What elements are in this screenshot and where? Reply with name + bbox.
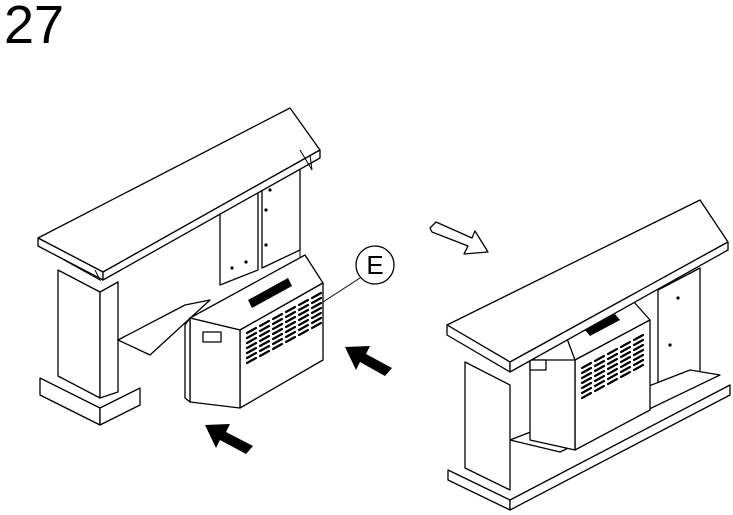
vent-slot (258, 349, 271, 358)
vent-slot (593, 354, 606, 363)
vent-slot (245, 331, 258, 340)
vent-slot (284, 325, 297, 334)
part-label: E (366, 250, 383, 280)
mantel-after (446, 199, 731, 511)
vent-slot (580, 371, 593, 380)
vent-slot (606, 347, 619, 356)
vent-slot (580, 376, 593, 385)
vent-slot (619, 355, 632, 364)
vent-slot (271, 327, 284, 336)
vent-slot (606, 367, 619, 376)
part-label-circle (355, 245, 395, 285)
vent-slot (632, 358, 645, 367)
vent-slot (245, 356, 258, 365)
vent-slot (593, 359, 606, 368)
vent-slot (580, 361, 593, 370)
vent-slot (271, 337, 284, 346)
vent-slot (619, 365, 632, 374)
vent-slot (606, 362, 619, 371)
vent-slot (245, 326, 258, 335)
vent-slot (619, 370, 632, 379)
vent-slot (310, 316, 323, 325)
vent-slot (593, 364, 606, 373)
vent-slot (284, 310, 297, 319)
vent-slot (271, 332, 284, 341)
vent-slot (258, 339, 271, 348)
vent-slot (271, 317, 284, 326)
vent-slot (284, 330, 297, 339)
vent-slot (297, 318, 310, 327)
vent-slot (580, 386, 593, 395)
vent-slot (297, 323, 310, 332)
vent-slot (310, 321, 323, 330)
vent-slot (619, 340, 632, 349)
vent-slot (297, 313, 310, 322)
vent-slot (580, 391, 593, 400)
vent-slot (632, 363, 645, 372)
vent-slot (284, 335, 297, 344)
push-arrow-icon (205, 424, 253, 454)
vent-slot (310, 296, 323, 305)
vent-slot (297, 303, 310, 312)
vent-slot (632, 338, 645, 347)
vent-slot (310, 311, 323, 320)
hollow-arrow-icon (429, 221, 489, 255)
vent-slot (258, 324, 271, 333)
vent-slot (619, 350, 632, 359)
vent-slot (297, 308, 310, 317)
vent-slot (245, 336, 258, 345)
vent-slot (258, 334, 271, 343)
vent-slot (310, 301, 323, 310)
vent-slot (606, 352, 619, 361)
vent-slot (297, 298, 310, 307)
vent-slot (245, 341, 258, 350)
vent-slot (245, 346, 258, 355)
vent-slot (258, 319, 271, 328)
vent-slot (580, 381, 593, 390)
vent-slot (632, 348, 645, 357)
vent-slot (606, 357, 619, 366)
vent-slot (593, 379, 606, 388)
vent-slot (284, 320, 297, 329)
vent-slot (271, 322, 284, 331)
vent-slot (632, 333, 645, 342)
vent-slot (310, 291, 323, 300)
push-arrow-icon (345, 346, 392, 376)
vent-slot (632, 343, 645, 352)
vent-slot (310, 306, 323, 315)
vent-slot (619, 345, 632, 354)
mantel-before (37, 107, 321, 426)
vent-slot (593, 369, 606, 378)
vent-slot (271, 312, 284, 321)
vent-slot (606, 372, 619, 381)
vent-slot (297, 328, 310, 337)
vent-slot (284, 305, 297, 314)
vent-slot (580, 366, 593, 375)
vent-slot (593, 384, 606, 393)
step-number: 27 (4, 0, 65, 55)
vent-slot (606, 377, 619, 386)
heater-insert-e: E (184, 245, 395, 409)
vent-slot (632, 353, 645, 362)
vent-slot (245, 351, 258, 360)
vent-slot (284, 315, 297, 324)
vent-slot (271, 342, 284, 351)
vent-slot (258, 344, 271, 353)
vent-slot (593, 374, 606, 383)
vent-slot (619, 360, 632, 369)
vent-slot (258, 329, 271, 338)
